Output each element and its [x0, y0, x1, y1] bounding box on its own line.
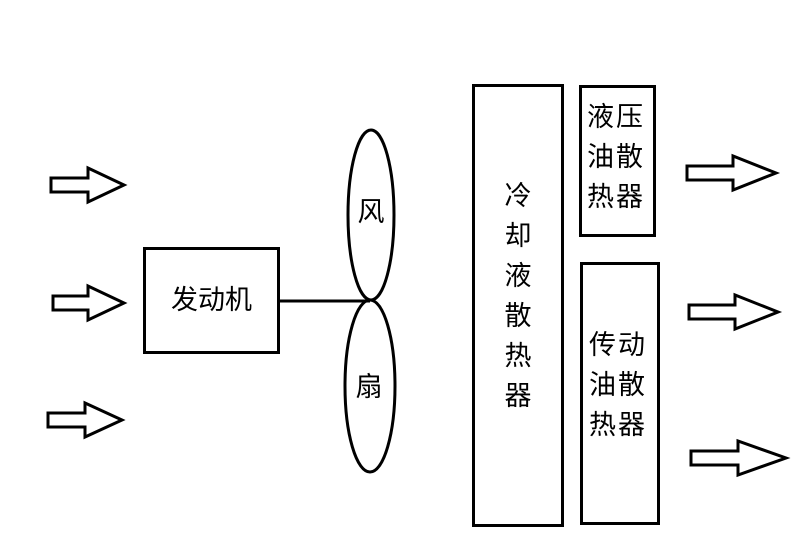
- coolant-radiator-label: 冷却液散热器: [504, 181, 532, 412]
- fan-label-bottom: 扇: [355, 372, 383, 403]
- inflow-arrow-bottom: [46, 400, 126, 440]
- outflow-arrow-middle: [687, 292, 783, 332]
- engine-box: [143, 247, 280, 354]
- hydraulic-oil-radiator-label: 液压油散热器: [587, 102, 645, 213]
- coolant-radiator-box: [472, 84, 564, 527]
- outflow-arrow-top: [685, 153, 781, 193]
- transmission-oil-radiator-box: [580, 262, 660, 525]
- inflow-arrow-middle: [51, 283, 128, 323]
- fan-label-top: 风: [357, 197, 385, 228]
- hydraulic-oil-radiator-box: [579, 85, 656, 237]
- inflow-arrow-top: [49, 165, 128, 205]
- transmission-oil-radiator-label: 传动油散热器: [589, 330, 647, 441]
- outflow-arrow-bottom: [689, 438, 791, 478]
- engine-label: 发动机: [171, 285, 252, 316]
